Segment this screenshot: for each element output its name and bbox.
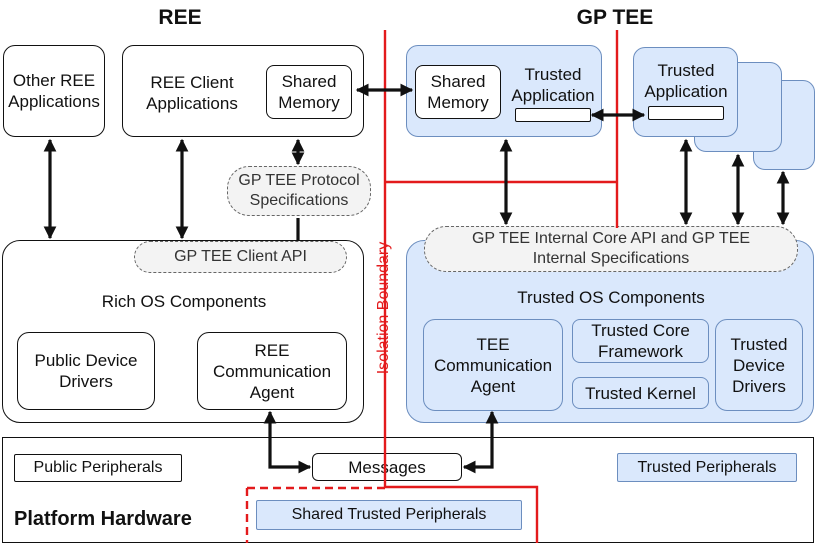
public-device-drivers-label: Public Device Drivers bbox=[34, 351, 138, 391]
gp-tee-protocol-specifications: GP TEE Protocol Specifications bbox=[227, 166, 371, 216]
client-api-label: GP TEE Client API bbox=[174, 248, 307, 265]
public-peripherals-box: Public Peripherals bbox=[14, 454, 182, 482]
tee-trusted-application-1-box: Shared Memory Trusted Application bbox=[406, 45, 602, 137]
trusted-application-2-port bbox=[648, 106, 724, 120]
trusted-application-1-label: Trusted Application bbox=[511, 65, 595, 105]
tee-shared-memory-label: Shared Memory bbox=[427, 72, 489, 112]
trusted-core-framework-label: Trusted Core Framework bbox=[591, 321, 690, 361]
trusted-application-2-label: Trusted Application bbox=[644, 61, 728, 101]
trusted-peripherals-label: Trusted Peripherals bbox=[637, 458, 777, 476]
tee-communication-agent-label: TEE Communication Agent bbox=[433, 334, 553, 396]
isolation-boundary-label: Isolation Boundary bbox=[375, 241, 392, 375]
internal-api-label: GP TEE Internal Core API and GP TEE Inte… bbox=[471, 230, 751, 267]
trusted-peripherals-box: Trusted Peripherals bbox=[617, 453, 797, 482]
other-ree-applications-label: Other REE Applications bbox=[8, 71, 100, 111]
rich-os-label: Rich OS Components bbox=[101, 292, 267, 311]
ree-shared-memory-box: Shared Memory bbox=[266, 65, 352, 119]
trusted-kernel-box: Trusted Kernel bbox=[572, 377, 709, 409]
protocol-specifications-label: GP TEE Protocol Specifications bbox=[238, 172, 360, 209]
public-peripherals-label: Public Peripherals bbox=[33, 459, 163, 476]
other-ree-applications-box: Other REE Applications bbox=[3, 45, 105, 137]
ree-header: REE bbox=[158, 6, 202, 29]
ree-communication-agent-box: REE Communication Agent bbox=[197, 332, 347, 410]
trusted-core-framework-box: Trusted Core Framework bbox=[572, 319, 709, 363]
gp-tee-client-api: GP TEE Client API bbox=[134, 241, 347, 273]
public-device-drivers-box: Public Device Drivers bbox=[17, 332, 155, 410]
trusted-application-2-box: Trusted Application bbox=[633, 47, 738, 137]
platform-hardware-box bbox=[2, 437, 814, 543]
gp-tee-internal-core-api: GP TEE Internal Core API and GP TEE Inte… bbox=[424, 226, 798, 272]
arrow-ree-agent-messages bbox=[263, 410, 312, 474]
messages-label: Messages bbox=[348, 457, 426, 477]
ree-client-applications-box: REE Client Applications Shared Memory bbox=[122, 45, 364, 137]
trusted-kernel-label: Trusted Kernel bbox=[585, 383, 696, 403]
ree-shared-memory-label: Shared Memory bbox=[278, 72, 340, 112]
messages-box: Messages bbox=[312, 453, 462, 481]
ree-communication-agent-label: REE Communication Agent bbox=[212, 340, 332, 402]
shared-trusted-peripherals-box: Shared Trusted Peripherals bbox=[256, 500, 522, 530]
arrow-tee-agent-messages bbox=[462, 410, 499, 474]
trusted-device-drivers-label: Trusted Device Drivers bbox=[730, 334, 788, 396]
gp-tee-header: GP TEE bbox=[576, 6, 654, 29]
trusted-os-label: Trusted OS Components bbox=[517, 288, 705, 307]
rich-os-components-box: Rich OS Components Public Device Drivers… bbox=[2, 240, 364, 423]
platform-hardware-label: Platform Hardware bbox=[14, 508, 192, 530]
ree-client-applications-label: REE Client Applications bbox=[146, 73, 238, 113]
tee-communication-agent-box: TEE Communication Agent bbox=[423, 319, 563, 411]
shared-trusted-peripherals-label: Shared Trusted Peripherals bbox=[291, 506, 487, 523]
trusted-application-1-port bbox=[515, 108, 591, 122]
trusted-device-drivers-box: Trusted Device Drivers bbox=[715, 319, 803, 411]
tee-shared-memory-box: Shared Memory bbox=[415, 65, 501, 119]
